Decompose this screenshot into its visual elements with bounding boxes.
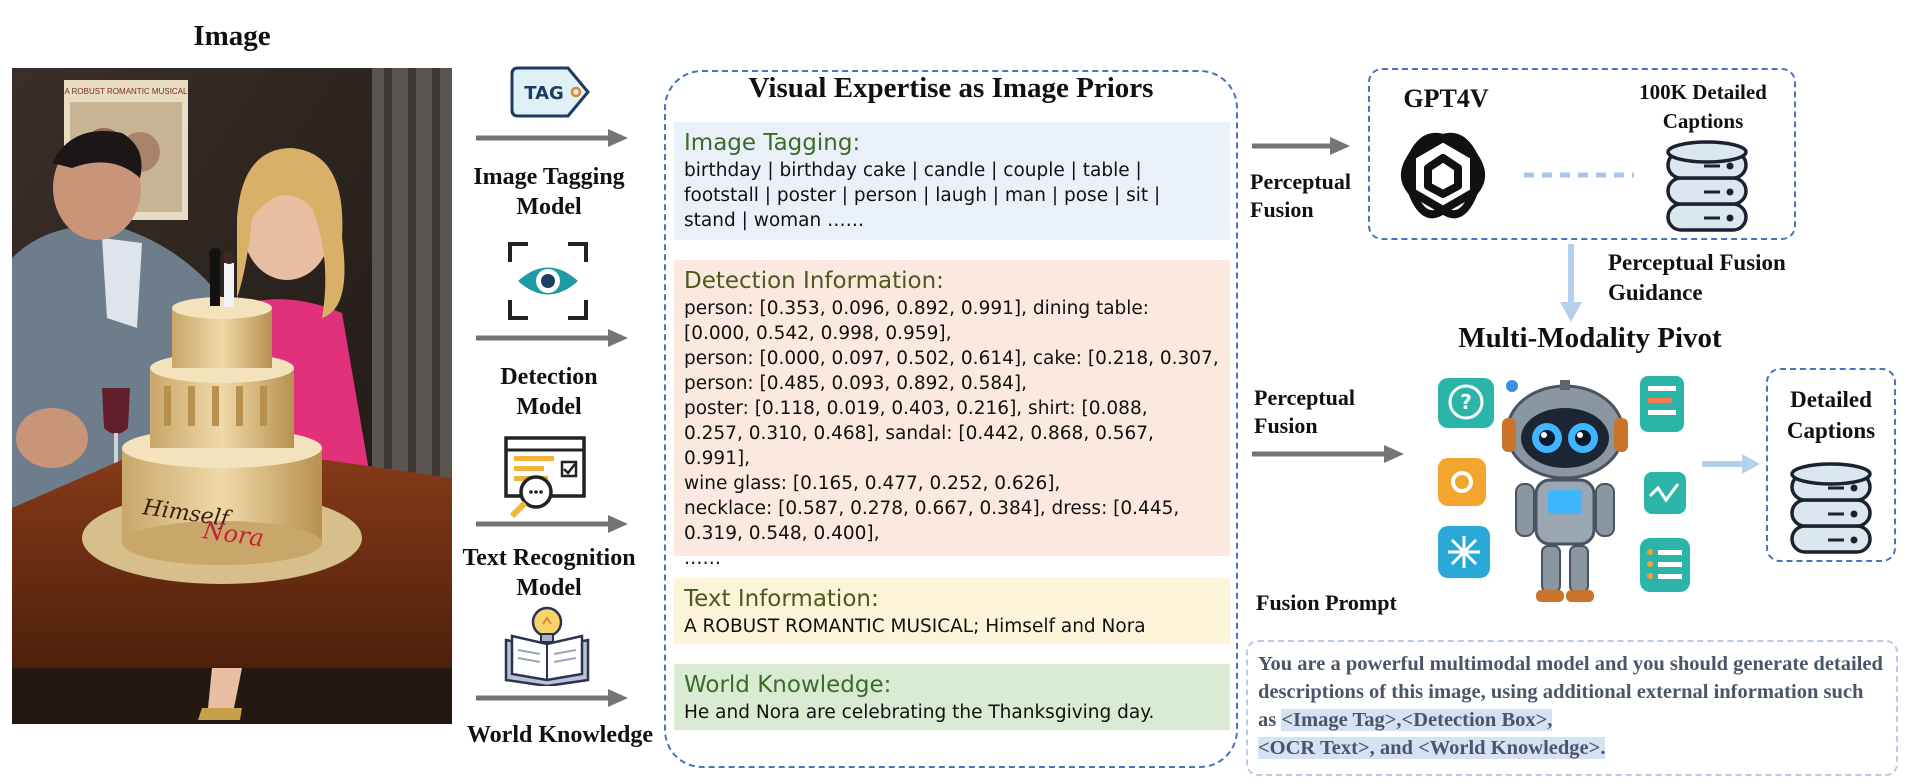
question-mark-text: ? — [1460, 390, 1472, 414]
label-text-recognition-model: Text Recognition Model — [431, 543, 667, 603]
label-image-tagging-model: Image Tagging Model — [449, 162, 649, 222]
arrow-text-recognition-to-priors — [476, 512, 630, 536]
card-world-knowledge: World Knowledge: He and Nora are celebra… — [674, 664, 1230, 730]
arrow-tagging-to-priors — [476, 126, 630, 150]
prompt-highlight-knowledge: <OCR Text>, and <World Knowledge>. — [1258, 737, 1606, 759]
fusion-prompt-box: You are a powerful multimodal model and … — [1246, 640, 1898, 776]
card-body: He and Nora are celebrating the Thanksgi… — [684, 702, 1155, 723]
model-label-line: Text Recognition — [462, 545, 636, 571]
tag-icon-text: TAG — [524, 83, 564, 104]
priors-title: Visual Expertise as Image Priors — [748, 72, 1154, 104]
arrow-pivot-to-captions — [1702, 452, 1762, 476]
label-detailed-captions: Detailed Captions — [1786, 387, 1876, 443]
label-perceptual-fusion-top: Perceptual Fusion — [1250, 169, 1352, 222]
prompt-highlight-tags: <Image Tag>,<Detection Box>, — [1281, 709, 1553, 731]
gpt4v-panel — [1368, 68, 1796, 240]
arrow-world-knowledge-to-priors — [476, 686, 630, 710]
card-title: Detection Information: — [684, 268, 944, 294]
card-body: person: [0.353, 0.096, 0.892, 0.991], di… — [684, 298, 1219, 569]
card-title: Image Tagging: — [684, 130, 861, 156]
arrow-guidance-down — [1556, 244, 1586, 324]
card-title: Text Information: — [684, 586, 879, 612]
detailed-captions-panel — [1766, 368, 1896, 562]
openai-logo-icon — [1392, 128, 1494, 228]
model-label-line: Model — [516, 575, 582, 601]
book-lightbulb-icon — [502, 604, 592, 688]
card-title: World Knowledge: — [684, 672, 892, 698]
database-icon-100k — [1664, 138, 1750, 234]
label-100k-captions: 100K Detailed Captions — [1639, 80, 1767, 133]
tag-icon: TAG — [506, 64, 594, 120]
arrow-priors-to-pivot — [1252, 442, 1408, 466]
prompt-text: You are a powerful multimodal model and … — [1258, 653, 1883, 731]
model-label-line: Image Tagging — [473, 164, 625, 190]
input-photo: A ROBUST ROMANTIC MUSICAL — [12, 68, 452, 724]
label-detection-model: Detection Model — [449, 362, 649, 422]
card-detection-information: Detection Information: person: [0.353, 0… — [674, 260, 1230, 569]
model-label-line: Detection — [500, 364, 598, 390]
arrow-priors-to-gpt4v — [1252, 134, 1352, 158]
label-perceptual-fusion-guidance: Perceptual Fusion Guidance — [1608, 250, 1786, 305]
gpt4v-label: GPT4V — [1403, 84, 1489, 113]
arrow-detection-to-priors — [476, 326, 630, 350]
image-panel-title: Image — [193, 20, 271, 52]
pivot-title: Multi-Modality Pivot — [1458, 322, 1722, 354]
model-label-line: Model — [516, 194, 582, 220]
dotted-connector — [1524, 166, 1634, 178]
robot-illustration: ? — [1432, 372, 1698, 608]
card-body: birthday | birthday cake | candle | coup… — [684, 160, 1161, 231]
database-icon-detailed — [1788, 460, 1874, 556]
label-fusion-prompt: Fusion Prompt — [1256, 590, 1397, 615]
card-text-information: Text Information: A ROBUST ROMANTIC MUSI… — [674, 578, 1230, 644]
model-label-line: Model — [516, 394, 582, 420]
document-search-icon — [500, 434, 590, 519]
label-world-knowledge: World Knowledge — [466, 722, 653, 748]
poster-text: A ROBUST ROMANTIC MUSICAL — [65, 87, 189, 96]
card-body: A ROBUST ROMANTIC MUSICAL; Himself and N… — [684, 616, 1146, 637]
app-icon-question: ? — [1438, 378, 1494, 428]
card-image-tagging: Image Tagging: birthday | birthday cake … — [674, 122, 1230, 240]
party-photo-illustration: A ROBUST ROMANTIC MUSICAL — [12, 68, 452, 724]
priors-panel — [664, 70, 1238, 768]
eye-scan-icon — [506, 240, 590, 322]
label-perceptual-fusion-bottom: Perceptual Fusion — [1254, 385, 1356, 438]
